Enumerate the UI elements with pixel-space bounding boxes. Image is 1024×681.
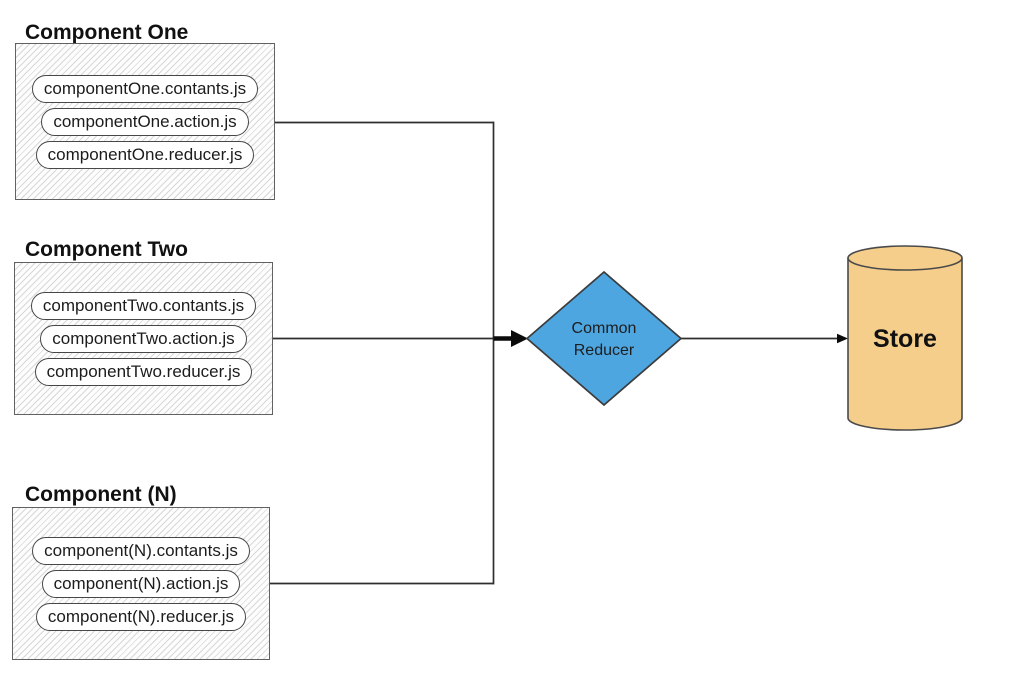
store-cylinder-top bbox=[847, 245, 963, 271]
arrowhead-to-reducer-icon bbox=[511, 330, 528, 347]
file-pill: component(N).contants.js bbox=[32, 536, 250, 565]
file-pill: componentTwo.contants.js bbox=[30, 291, 257, 320]
file-pill: componentOne.action.js bbox=[41, 107, 249, 136]
component-one-box: componentOne.contants.js componentOne.ac… bbox=[15, 43, 275, 200]
component-two-title: Component Two bbox=[25, 238, 188, 261]
file-pill: component(N).action.js bbox=[41, 569, 241, 598]
component-n-title: Component (N) bbox=[25, 483, 177, 506]
file-pill: componentOne.contants.js bbox=[31, 74, 259, 103]
file-pill: componentTwo.action.js bbox=[40, 324, 247, 353]
file-pill: component(N).reducer.js bbox=[35, 602, 247, 631]
store-label: Store bbox=[873, 325, 937, 353]
file-pill: componentOne.reducer.js bbox=[35, 140, 255, 169]
common-reducer-label: Common Reducer bbox=[571, 320, 637, 359]
component-two-box: componentTwo.contants.js componentTwo.ac… bbox=[14, 262, 273, 415]
arrowhead-to-store-icon bbox=[837, 333, 848, 344]
component-one-title: Component One bbox=[25, 21, 189, 44]
component-n-box: component(N).contants.js component(N).ac… bbox=[12, 507, 270, 660]
file-pill: componentTwo.reducer.js bbox=[34, 357, 253, 386]
